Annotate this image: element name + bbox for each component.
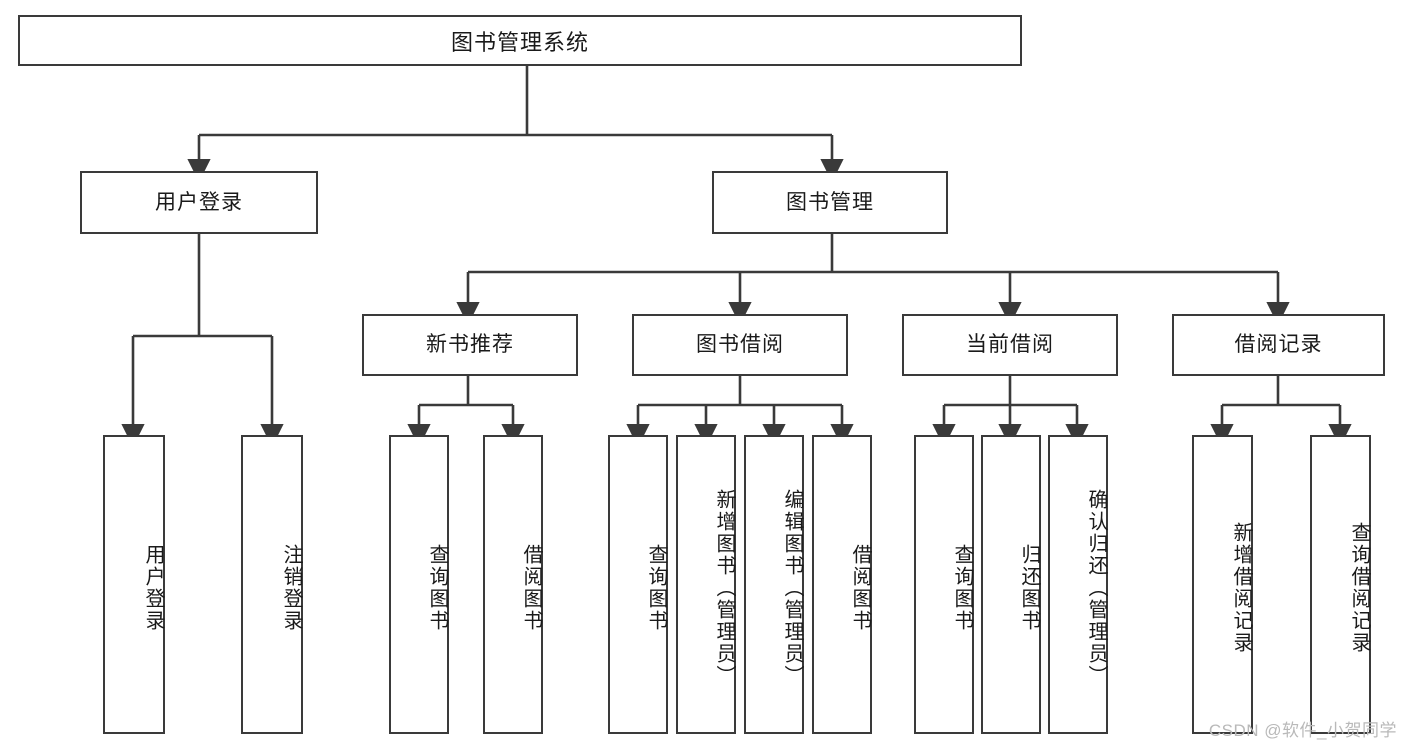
leaf-edit-book[interactable]: 编辑图书（管理员）: [744, 435, 804, 734]
leaf-logout-login[interactable]: 注销登录: [241, 435, 303, 734]
node-borrow-record[interactable]: 借阅记录: [1172, 314, 1385, 376]
leaf-confirm-return[interactable]: 确认归还（管理员）: [1048, 435, 1108, 734]
node-book-borrow[interactable]: 图书借阅: [632, 314, 848, 376]
leaf-borrow-book-recommend[interactable]: 借阅图书: [483, 435, 543, 734]
node-new-book-recommend[interactable]: 新书推荐: [362, 314, 578, 376]
leaf-query-borrow-record[interactable]: 查询借阅记录: [1310, 435, 1371, 734]
leaf-label: 归还图书: [1018, 543, 1040, 632]
leaf-query-book-borrow[interactable]: 查询图书: [608, 435, 668, 734]
leaf-label: 查询图书: [426, 543, 448, 632]
leaf-label: 借阅图书: [849, 543, 871, 632]
leaf-label: 新增图书（管理员）: [713, 488, 735, 687]
node-user-login[interactable]: 用户登录: [80, 171, 318, 234]
leaf-user-login[interactable]: 用户登录: [103, 435, 165, 734]
leaf-query-book-current[interactable]: 查询图书: [914, 435, 974, 734]
leaf-label: 注销登录: [280, 543, 302, 632]
node-current-borrow[interactable]: 当前借阅: [902, 314, 1118, 376]
leaf-label: 用户登录: [142, 543, 164, 632]
csdn-watermark: CSDN @软件_小贺同学: [1208, 721, 1397, 740]
leaf-label: 查询图书: [951, 543, 973, 632]
leaf-label: 确认归还（管理员）: [1085, 488, 1107, 687]
node-root-system[interactable]: 图书管理系统: [18, 15, 1022, 66]
leaf-add-book[interactable]: 新增图书（管理员）: [676, 435, 736, 734]
leaf-return-book[interactable]: 归还图书: [981, 435, 1041, 734]
leaf-query-book-recommend[interactable]: 查询图书: [389, 435, 449, 734]
leaf-label: 编辑图书（管理员）: [781, 488, 803, 687]
leaf-label: 查询借阅记录: [1348, 521, 1370, 654]
leaf-label: 查询图书: [645, 543, 667, 632]
node-book-manage[interactable]: 图书管理: [712, 171, 948, 234]
leaf-label: 借阅图书: [520, 543, 542, 632]
leaf-label: 新增借阅记录: [1230, 521, 1252, 654]
leaf-add-borrow-record[interactable]: 新增借阅记录: [1192, 435, 1253, 734]
leaf-borrow-book[interactable]: 借阅图书: [812, 435, 872, 734]
